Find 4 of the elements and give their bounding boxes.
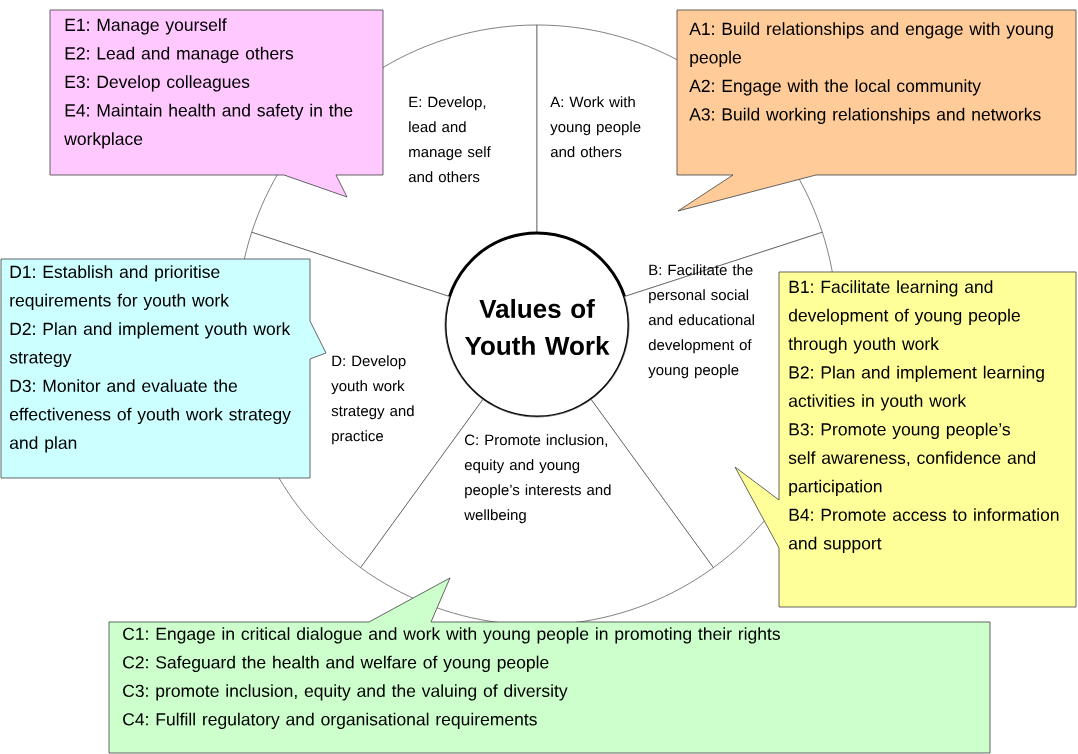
callout-box: A1: Build relationships and engage with young people A2: Engage with the local community A3: Build working relationships and networks: [676, 9, 1077, 212]
callout-box: D1: Establish and prioritise requirements for youth work D2: Plan and implement youth work strategy D3: Monitor and evaluate the effectiveness of youth work strategy and plan: [0, 258, 327, 479]
callout-box: C1: Engage in critical dialogue and work with young people in promoting their rights C2: Safeguard the health and welfare of young people C3: promote inclusion, equity and the valuing of diversity C4: Fulfill regulatory and organisational requirements: [108, 577, 991, 754]
callout-box: E1: Manage yourself E2: Lead and manage others E3: Develop colleagues E4: Maintain health and safety in the workplace: [49, 9, 384, 198]
